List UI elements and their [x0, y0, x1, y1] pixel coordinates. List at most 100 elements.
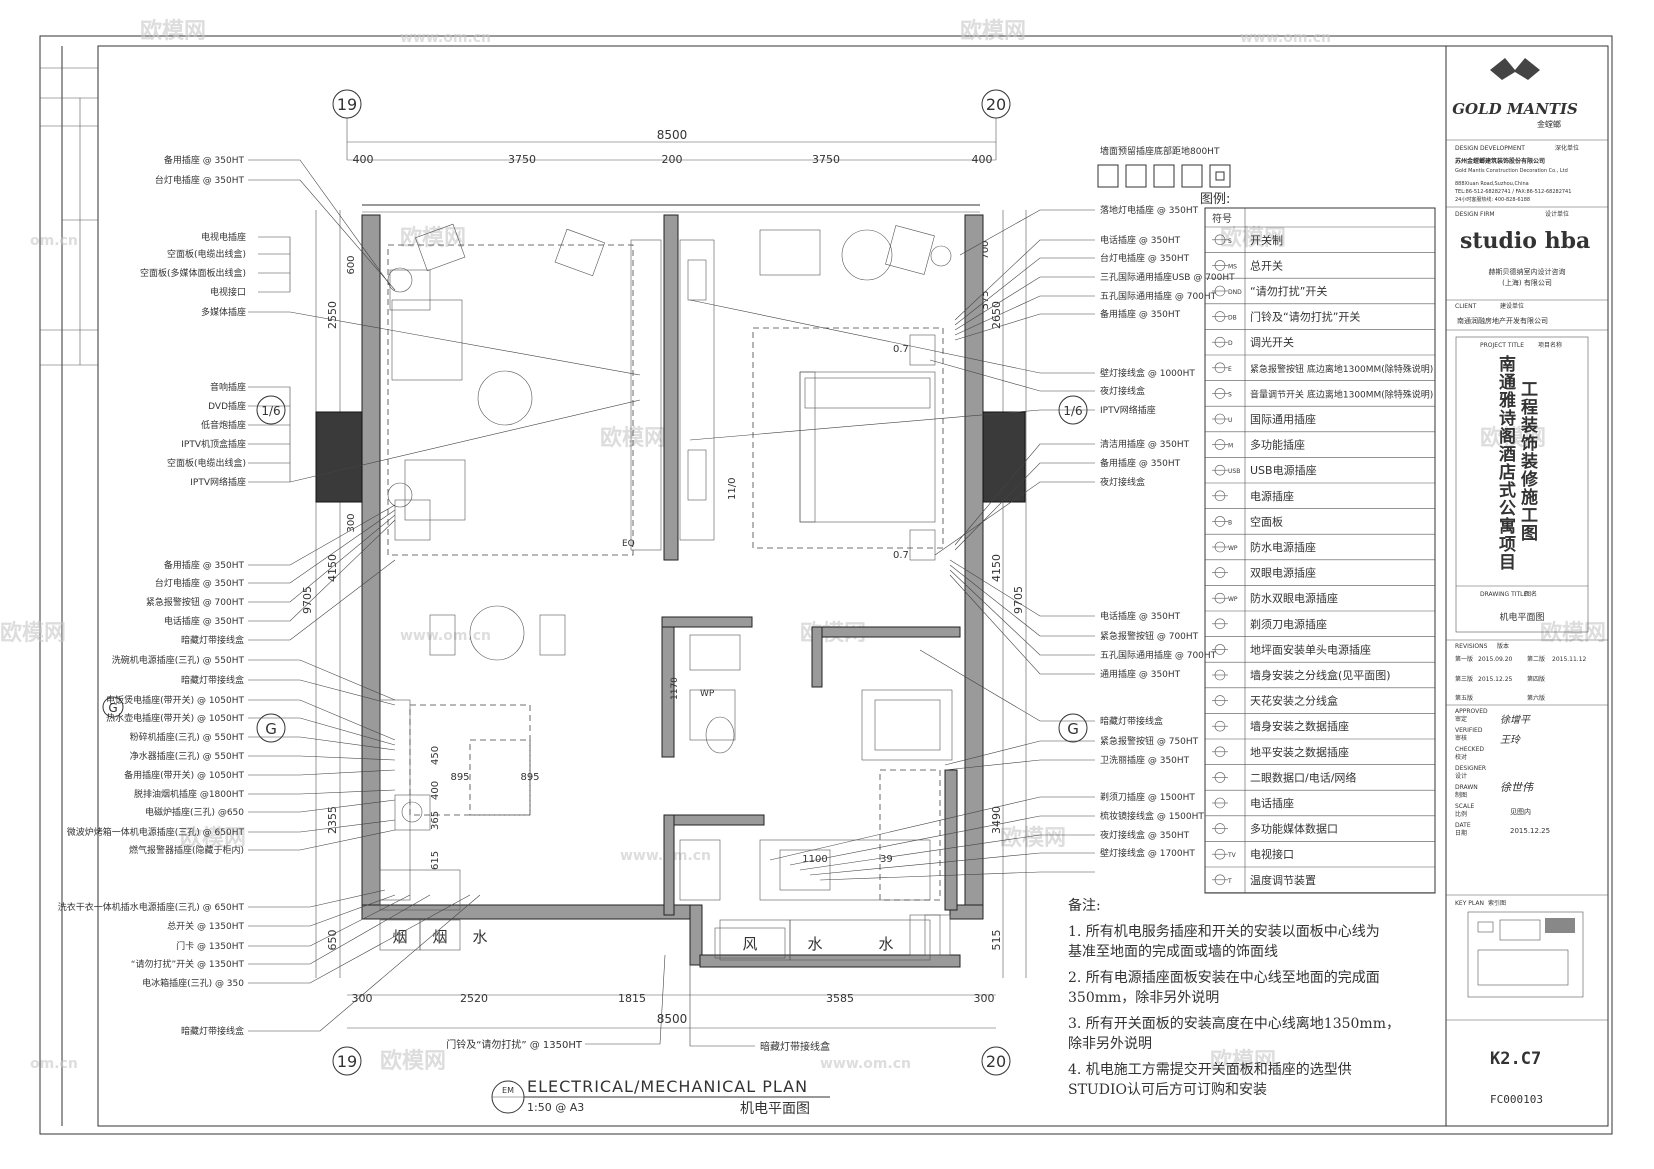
legend-item-label: 防水双眼电源插座: [1250, 591, 1338, 605]
svg-text:水: 水: [472, 928, 487, 946]
svg-text:深化单位: 深化单位: [1555, 144, 1579, 152]
svg-text:2550: 2550: [326, 301, 339, 329]
svg-text:615: 615: [430, 851, 441, 870]
right-annotation-label: IPTV网络插座: [1100, 404, 1156, 416]
watermark-brand: 欧模网: [140, 18, 206, 44]
svg-text:4150: 4150: [326, 554, 339, 582]
svg-text:300: 300: [352, 992, 373, 1005]
svg-text:2015.12.25: 2015.12.25: [1510, 827, 1550, 835]
svg-text:SCALE: SCALE: [1455, 803, 1474, 810]
grid-bubble-19-bottom: 19: [332, 1046, 362, 1076]
svg-text:400: 400: [972, 153, 993, 166]
svg-text:300: 300: [346, 513, 357, 532]
svg-text:1815: 1815: [618, 992, 646, 1005]
svg-text:2015.11.12: 2015.11.12: [1552, 656, 1587, 663]
svg-text:450: 450: [430, 746, 441, 765]
left-annotation-label: 空面板(电缆出线盒): [167, 248, 246, 260]
note-line: 除非另外说明: [1068, 1036, 1152, 1052]
svg-text:机电平面图: 机电平面图: [1499, 611, 1544, 623]
svg-text:1/6: 1/6: [1063, 404, 1082, 418]
right-annotation-label: 清洁用插座 @ 350HT: [1100, 438, 1190, 450]
svg-text:CHECKED: CHECKED: [1455, 746, 1484, 753]
svg-text:895: 895: [520, 772, 539, 783]
left-annotation-label: 电视接口: [210, 286, 246, 298]
left-annotation-label: 暗藏灯带接线盒: [181, 674, 244, 686]
left-annotation-label: 电话插座 @ 350HT: [164, 615, 245, 627]
svg-text:4150: 4150: [990, 554, 1003, 582]
svg-text:DRAWN: DRAWN: [1455, 784, 1478, 791]
svg-text:赫斯贝德纳室内设计咨询: 赫斯贝德纳室内设计咨询: [1489, 267, 1566, 276]
svg-text:DESIGN DEVELOPMENT: DESIGN DEVELOPMENT: [1455, 145, 1525, 152]
bedroom-furniture: [752, 225, 952, 561]
legend-symbol-code: M: [1228, 443, 1233, 450]
left-annotation-label: IPTV网络插座: [190, 476, 246, 488]
svg-text:EQ: EQ: [622, 539, 635, 549]
grid-bubble-g-right: G: [1058, 713, 1088, 743]
svg-text:0.7: 0.7: [893, 344, 909, 355]
svg-text:2015.09.20: 2015.09.20: [1478, 656, 1513, 663]
right-annotation-label: 五孔国际通用插座 @ 700HT: [1100, 649, 1217, 661]
svg-text:项目名称: 项目名称: [1538, 341, 1562, 349]
note-line: 基准至地面的完成面或墙的饰面线: [1068, 943, 1278, 960]
svg-text:KEY PLAN: KEY PLAN: [1455, 900, 1484, 907]
svg-text:第四版: 第四版: [1527, 675, 1545, 683]
svg-text:DESIGNER: DESIGNER: [1455, 765, 1486, 772]
left-leader-lines: [248, 159, 641, 1032]
left-annotation-label: 总开关 @ 1350HT: [167, 920, 244, 932]
legend-item-label: 电话插座: [1250, 796, 1294, 810]
legend-item-label: 剃须刀电源插座: [1250, 617, 1327, 631]
svg-text:11/0: 11/0: [727, 478, 738, 500]
svg-text:DATE: DATE: [1455, 822, 1471, 829]
legend-item-label: 墙身安装之数据插座: [1250, 719, 1349, 733]
svg-text:REVISIONS: REVISIONS: [1455, 643, 1488, 650]
right-annotation-label: 梳妆镜接线盒 @ 1500HT: [1100, 810, 1204, 822]
svg-text:575: 575: [980, 290, 991, 309]
living-room-furniture: [387, 223, 715, 661]
svg-text:EM: EM: [502, 1086, 514, 1095]
drawing-number: K2.C7: [1490, 1049, 1541, 1069]
watermark-brand: 欧模网: [1000, 825, 1066, 851]
svg-text:365: 365: [430, 811, 441, 830]
watermark-brand: 欧模网: [1540, 620, 1606, 646]
svg-text:1170: 1170: [670, 677, 680, 700]
svg-text:水: 水: [878, 935, 893, 953]
inner-dimensions: 895 895 1100 450 400 365 615 1170 39: [430, 677, 893, 870]
svg-text:APPROVED: APPROVED: [1455, 708, 1488, 715]
doorbell-label: 门铃及“请勿打扰” @ 1350HT: [446, 1038, 583, 1051]
svg-text:第五版: 第五版: [1455, 694, 1473, 702]
studio-hba-logo: studio hba: [1460, 228, 1590, 254]
sheet-border: [39, 35, 1613, 1135]
right-annotation-label: 落地灯电插座 @ 350HT: [1100, 204, 1199, 216]
right-annotation-label: 夜灯接线盒: [1100, 476, 1145, 488]
svg-text:图名: 图名: [1525, 590, 1537, 598]
left-annotation-label: 空面板(多媒体面板出线盒): [140, 267, 246, 279]
legend-item-label: “请勿打扰”开关: [1250, 284, 1327, 298]
watermark-url: om.cn: [30, 233, 78, 249]
svg-text:TEL:86-512-68282741 / FAX:86-5: TEL:86-512-68282741 / FAX:86-512-6828274…: [1454, 189, 1571, 195]
right-annotation-label: 夜灯接线盒: [1100, 385, 1145, 397]
svg-text:第一版: 第一版: [1455, 655, 1473, 663]
right-annotation-label: 壁灯接线盒 @ 1000HT: [1100, 367, 1195, 379]
right-annotation-label: 剃须刀插座 @ 1500HT: [1100, 791, 1195, 803]
title-block: GOLD MANTIS 金螳螂 DESIGN DEVELOPMENT 深化单位 …: [1445, 46, 1608, 1126]
svg-text:索引图: 索引图: [1488, 899, 1506, 907]
right-annotation-label: 壁灯接线盒 @ 1700HT: [1100, 847, 1195, 859]
legend-symbol-code: S: [1228, 391, 1232, 398]
dimension-right: 9705 2650 4150 3490 515 575 700: [980, 210, 1027, 978]
svg-text:备注:: 备注:: [1068, 897, 1101, 914]
walls: [315, 204, 1026, 968]
legend-symbol-code: S: [1228, 238, 1232, 245]
svg-text:3490: 3490: [990, 806, 1003, 834]
svg-text:0.7: 0.7: [893, 550, 909, 561]
legend-item-label: 空面板: [1250, 514, 1283, 528]
svg-text:650: 650: [326, 930, 339, 951]
svg-text:烟: 烟: [392, 928, 407, 946]
legend-symbol-code: DND: [1228, 289, 1242, 296]
left-annotation-label: 燃气报警器插座(隐藏于柜内): [129, 844, 244, 856]
legend-symbol-code: DB: [1228, 315, 1237, 322]
svg-text:9705: 9705: [1012, 586, 1025, 614]
svg-text:PROJECT TITLE: PROJECT TITLE: [1480, 342, 1524, 349]
right-annotation-label: 夜灯接线盒 @ 350HT: [1100, 829, 1190, 841]
legend-symbol-code: E: [1228, 366, 1232, 373]
legend-item-label: 调光开关: [1250, 335, 1294, 349]
